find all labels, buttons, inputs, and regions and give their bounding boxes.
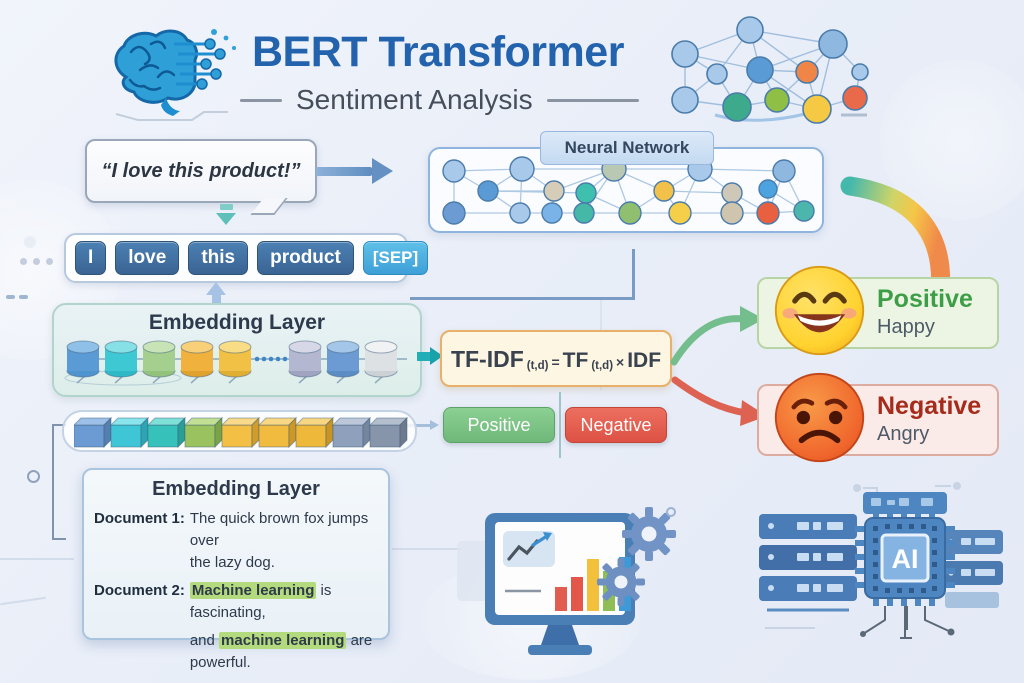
button-divider: [559, 392, 561, 458]
connector-bracket: [52, 424, 66, 540]
dot-decoration: [24, 236, 36, 248]
circuit-trace: [0, 596, 46, 606]
token-chip: this: [188, 241, 249, 275]
arrow-bubble-to-network-icon: [316, 158, 393, 184]
page-title: BERT Transformer: [252, 28, 624, 76]
angry-emoji-icon: [774, 372, 865, 463]
document-2-row: Document 2: Machine learning is fascinat…: [94, 580, 378, 673]
positive-button[interactable]: Positive: [443, 407, 555, 443]
embedding-layer-title: Embedding Layer: [148, 311, 326, 334]
subtitle-dash-right: [546, 98, 639, 102]
arrow-down-to-tokens-icon: [216, 204, 236, 225]
documents-card-title: Embedding Layer: [152, 478, 320, 500]
formula-multiply: ×: [616, 354, 625, 370]
speech-bubble-tail: [250, 198, 288, 215]
formula-lhs-subscript: (t,d): [526, 360, 549, 372]
document-1-label: Document 1:: [94, 510, 185, 527]
token-chip-sep: [SEP]: [362, 241, 429, 275]
token-chip: product: [257, 241, 354, 275]
document-1-row: Document 1: The quick brown fox jumps ov…: [94, 508, 378, 573]
input-speech-bubble: “I love this product!”: [85, 139, 317, 215]
negative-button[interactable]: Negative: [565, 407, 667, 443]
positive-result-label: Positive: [877, 285, 973, 313]
dash-decoration: [19, 295, 28, 299]
embedding-cylinders-icon: [64, 340, 407, 386]
document-1-text: The quick brown fox jumps over the lazy …: [189, 510, 369, 571]
tfidf-formula-box: TF-IDF (t,d) = TF (t,d) × IDF: [440, 330, 672, 387]
arrow-to-positive-icon: [670, 306, 764, 366]
circuit-trace: [0, 558, 74, 560]
neural-network-label: Neural Network: [564, 138, 690, 157]
page-subtitle: Sentiment Analysis: [296, 84, 533, 115]
documents-card: Embedding Layer Document 1: The quick br…: [82, 468, 390, 671]
connector-tokens-to-network: [410, 249, 635, 300]
gears-icon: [597, 507, 676, 606]
ai-chip-servers-icon: AI: [759, 482, 1003, 639]
brain-circuit-icon: [114, 29, 236, 121]
negative-result-label: Negative: [877, 392, 982, 420]
formula-lhs: TF-IDF: [450, 346, 524, 372]
formula-idf: IDF: [627, 349, 662, 372]
document-2-label: Document 2:: [94, 582, 185, 600]
dash-decoration: [6, 295, 15, 299]
ai-chip-label: AI: [892, 544, 919, 574]
positive-result-mood: Happy: [877, 316, 935, 338]
neural-network-label-tab: Neural Network: [540, 131, 714, 165]
arrow-embedding-to-formula-icon: [417, 347, 443, 365]
token-row: I love this product [SEP]: [64, 233, 429, 283]
circuit-trace: [392, 548, 462, 550]
arrow-to-negative-icon: [671, 376, 767, 426]
highlighted-term: Machine learning: [189, 582, 317, 600]
background-blob: [880, 60, 1024, 220]
formula-equals: =: [551, 354, 560, 370]
input-quote-text: “I love this product!”: [101, 159, 301, 182]
negative-button-label: Negative: [580, 414, 652, 435]
vector-cube-row: [62, 410, 417, 452]
token-chip: love: [115, 241, 180, 275]
formula-tf-subscript: (t,d): [591, 360, 614, 372]
embedding-layer-box: Embedding Layer: [52, 303, 422, 397]
highlighted-term: machine learning: [219, 631, 347, 649]
subtitle-row: Sentiment Analysis: [240, 84, 639, 116]
formula-tf: TF: [562, 349, 589, 372]
node-ring-decoration: [27, 470, 40, 483]
arrow-embedding-to-tokens-icon: [206, 282, 226, 304]
subtitle-dash-left: [240, 98, 282, 102]
analytics-monitor-icon: [457, 513, 635, 655]
negative-result-mood: Angry: [877, 423, 930, 445]
network-graph-icon: [671, 16, 869, 124]
dot-decoration: [20, 258, 27, 265]
positive-button-label: Positive: [467, 414, 531, 435]
happy-emoji-icon: [774, 265, 865, 356]
dot-decoration: [46, 258, 53, 265]
token-chip: I: [75, 241, 107, 275]
document-2-text: Machine learning is fascinating, and mac…: [189, 582, 373, 671]
dot-decoration: [33, 258, 40, 265]
vector-cubes-icon: [74, 416, 408, 449]
